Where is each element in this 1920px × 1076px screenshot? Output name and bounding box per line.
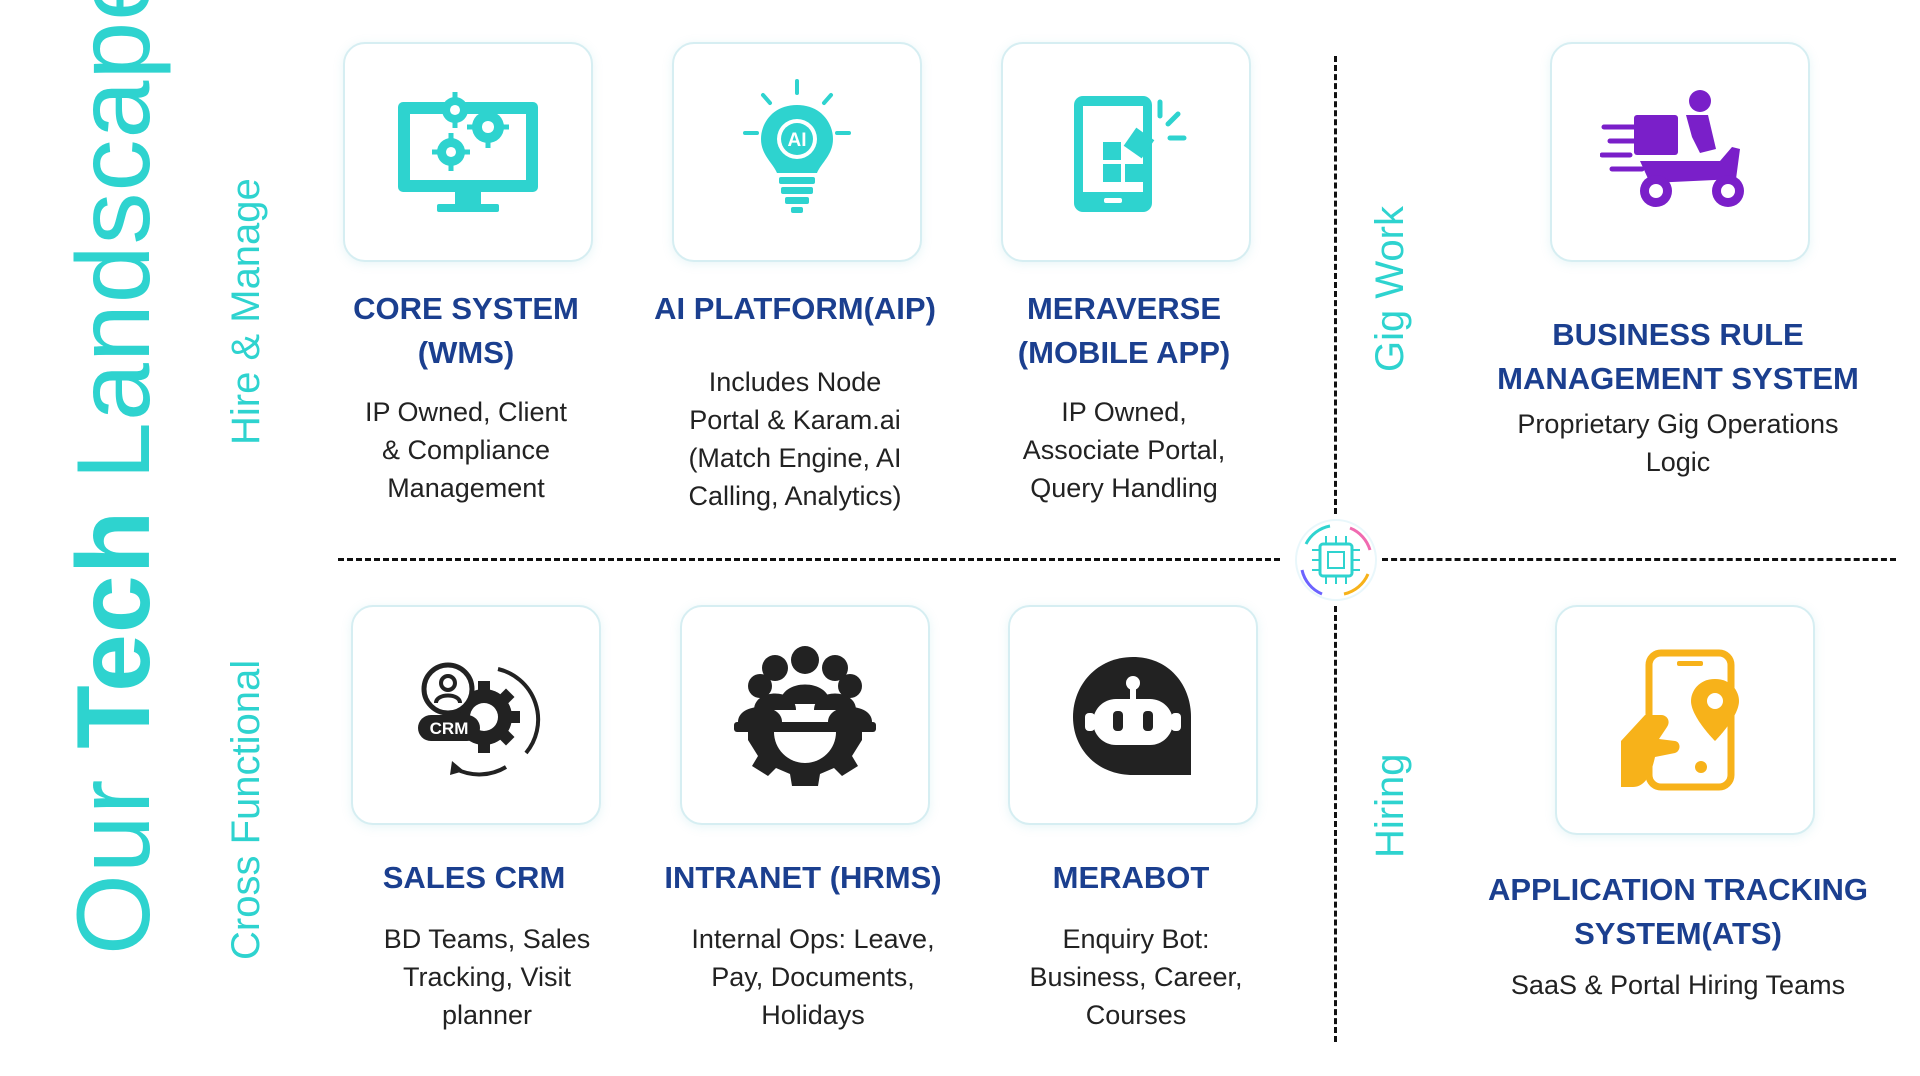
merabot-desc-line: Enquiry Bot: xyxy=(1062,924,1210,954)
intranet-title: INTRANET (HRMS) xyxy=(640,856,966,900)
divider-horizontal-right xyxy=(1382,558,1896,561)
intranet-desc-line: Internal Ops: Leave, xyxy=(691,924,935,954)
brms-title: BUSINESS RULE MANAGEMENT SYSTEM xyxy=(1475,313,1881,401)
meraverse-title-line2: (MOBILE APP) xyxy=(1017,335,1231,370)
meraverse-card[interactable] xyxy=(1001,42,1251,262)
brms-description: Proprietary Gig Operations Logic xyxy=(1475,405,1881,481)
center-chip-icon xyxy=(1290,514,1382,606)
merabot-title-line1: MERABOT xyxy=(1052,860,1210,895)
ai-bulb-icon: AI xyxy=(743,79,851,213)
merabot-description: Enquiry Bot: Business, Career, Courses xyxy=(993,920,1279,1034)
core-system-card[interactable] xyxy=(343,42,593,262)
intranet-description: Internal Ops: Leave, Pay, Documents, Hol… xyxy=(660,920,966,1034)
group-label-hiring: Hiring xyxy=(1368,753,1412,858)
phone-location-icon xyxy=(1621,649,1739,791)
ats-card[interactable] xyxy=(1555,605,1815,835)
core-system-title-line1: CORE SYSTEM xyxy=(353,291,579,326)
crm-badge-label: CRM xyxy=(430,719,469,738)
merabot-card[interactable] xyxy=(1008,605,1258,825)
brms-desc-line: Logic xyxy=(1645,447,1711,477)
delivery-scooter-icon xyxy=(1600,90,1744,207)
intranet-title-line1: INTRANET (HRMS) xyxy=(664,860,942,895)
merabot-desc-line: Business, Career, xyxy=(1029,962,1243,992)
meraverse-desc-line: Query Handling xyxy=(1030,473,1218,503)
sales-crm-desc-line: planner xyxy=(441,1000,533,1030)
ai-platform-desc-line: Portal & Karam.ai xyxy=(689,405,901,435)
core-system-desc-line: & Compliance xyxy=(381,435,551,465)
brms-title-line1: BUSINESS RULE xyxy=(1552,317,1804,352)
intranet-card[interactable] xyxy=(680,605,930,825)
ats-title: APPLICATION TRACKING SYSTEM(ATS) xyxy=(1452,868,1904,956)
intranet-desc-line: Holidays xyxy=(761,1000,865,1030)
ai-platform-card[interactable]: AI xyxy=(672,42,922,262)
intranet-desc-line: Pay, Documents, xyxy=(711,962,915,992)
divider-vertical-bottom xyxy=(1334,606,1337,1042)
divider-vertical-top xyxy=(1334,56,1337,514)
ai-platform-title: AI PLATFORM(AIP) xyxy=(648,287,942,331)
sales-crm-description: BD Teams, Sales Tracking, Visit planner xyxy=(352,920,622,1034)
mobile-app-icon xyxy=(1074,96,1187,212)
ats-desc-line: SaaS & Portal Hiring Teams xyxy=(1510,970,1846,1000)
chatbot-icon xyxy=(1073,657,1191,775)
sales-crm-title-line1: SALES CRM xyxy=(382,860,566,895)
group-label-gig-work: Gig Work xyxy=(1368,206,1412,372)
crm-gear-icon: CRM xyxy=(418,662,541,777)
ats-title-line2: SYSTEM(ATS) xyxy=(1574,916,1782,951)
sales-crm-title: SALES CRM xyxy=(332,856,616,900)
ai-platform-description: Includes Node Portal & Karam.ai (Match E… xyxy=(648,363,942,515)
divider-horizontal-left xyxy=(338,558,1280,561)
title-tech: Tech xyxy=(56,509,172,749)
ai-platform-desc-line: Includes Node xyxy=(708,367,882,397)
meraverse-desc-line: IP Owned, xyxy=(1061,397,1187,427)
ats-title-line1: APPLICATION TRACKING xyxy=(1487,872,1869,907)
sales-crm-card[interactable]: CRM xyxy=(351,605,601,825)
ai-platform-desc-line: Calling, Analytics) xyxy=(688,481,902,511)
ai-platform-title-line1: AI PLATFORM(AIP) xyxy=(654,291,936,326)
brms-desc-line: Proprietary Gig Operations xyxy=(1517,409,1839,439)
meraverse-description: IP Owned, Associate Portal, Query Handli… xyxy=(982,393,1266,507)
core-system-title: CORE SYSTEM (WMS) xyxy=(330,287,602,375)
core-system-desc-line: Management xyxy=(387,473,545,503)
title-landscape: Landscape xyxy=(56,0,172,510)
group-label-cross-functional: Cross Functional xyxy=(224,659,268,960)
meraverse-title-line1: MERAVERSE xyxy=(1026,291,1222,326)
sales-crm-desc-line: BD Teams, Sales xyxy=(383,924,591,954)
monitor-gears-icon xyxy=(398,92,538,212)
ai-platform-desc-line: (Match Engine, AI xyxy=(688,443,902,473)
ats-description: SaaS & Portal Hiring Teams xyxy=(1452,966,1904,1004)
brms-card[interactable] xyxy=(1550,42,1810,262)
core-system-title-line2: (WMS) xyxy=(417,335,515,370)
sales-crm-desc-line: Tracking, Visit xyxy=(402,962,572,992)
meraverse-desc-line: Associate Portal, xyxy=(1022,435,1226,465)
ai-bulb-label: AI xyxy=(788,130,807,151)
merabot-title: MERABOT xyxy=(988,856,1274,900)
title-our: Our xyxy=(56,748,172,955)
brms-title-line2: MANAGEMENT SYSTEM xyxy=(1497,361,1859,396)
merabot-desc-line: Courses xyxy=(1085,1000,1187,1030)
core-system-description: IP Owned, Client & Compliance Management xyxy=(330,393,602,507)
team-gear-icon xyxy=(734,646,876,786)
meraverse-title: MERAVERSE (MOBILE APP) xyxy=(982,287,1266,375)
main-title: Our Tech Landscape xyxy=(56,0,172,955)
group-label-hire-manage: Hire & Manage xyxy=(224,178,268,445)
core-system-desc-line: IP Owned, Client xyxy=(364,397,568,427)
